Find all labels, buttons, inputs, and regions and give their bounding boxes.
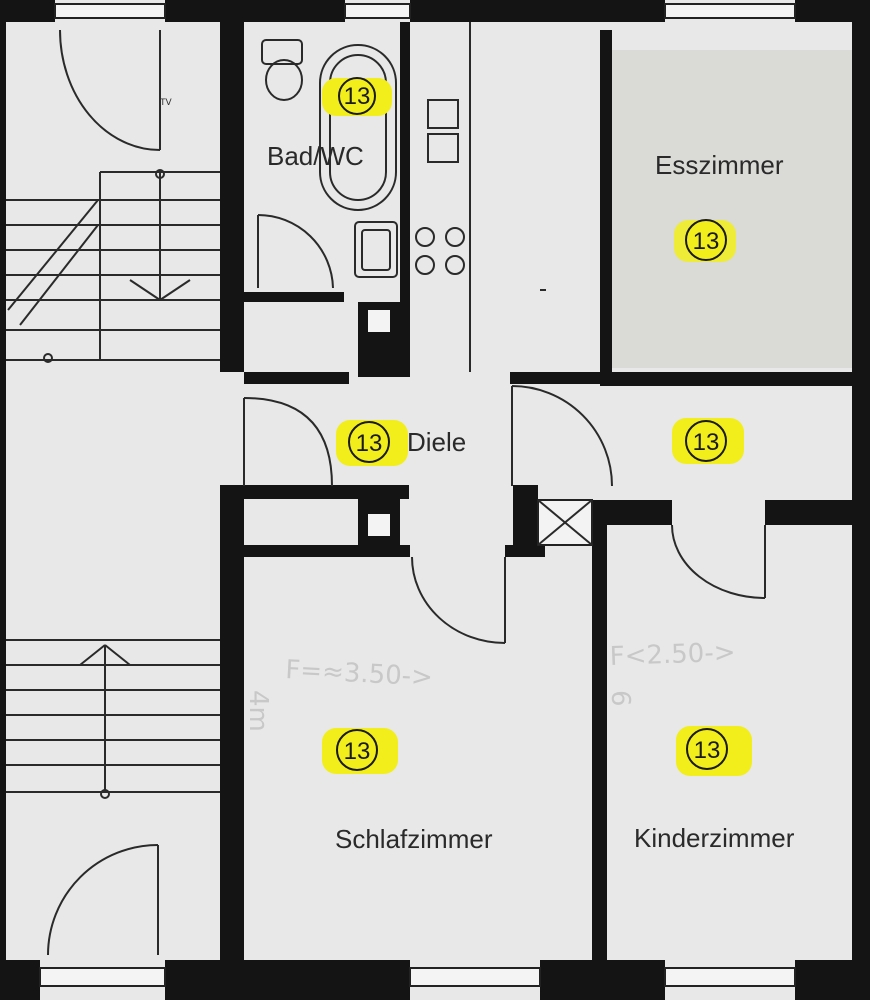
bedroom-side-note: 4m	[243, 690, 273, 732]
room-label-kids: Kinderzimmer	[634, 823, 795, 853]
svg-text:13: 13	[344, 738, 371, 765]
diele-door-left	[243, 397, 333, 487]
bathtub	[319, 44, 397, 211]
svg-text:13: 13	[356, 430, 383, 457]
chimney-cross	[537, 499, 593, 546]
staircase-lower	[6, 639, 220, 793]
door-top-left	[59, 29, 161, 151]
dining-room-area	[612, 50, 852, 368]
room-label-hall: Diele	[407, 427, 466, 457]
bath-door	[257, 214, 334, 289]
staircase-upper	[6, 171, 220, 361]
stair-post	[155, 169, 165, 179]
windows-bottom	[39, 967, 796, 987]
room-label-dining: Esszimmer	[655, 150, 784, 180]
windows-top	[54, 3, 796, 19]
interior-walls	[220, 22, 860, 960]
shaft-top	[368, 310, 390, 332]
stair-post	[43, 353, 53, 363]
number-badge-hall-right: 13	[685, 420, 727, 462]
bedroom-door	[411, 556, 506, 644]
kids-door	[671, 524, 766, 599]
kitchen-counter	[415, 22, 546, 372]
room-label-bath: Bad/WC	[267, 141, 364, 171]
number-badge-kids: 13	[686, 728, 728, 770]
shaft-bottom	[368, 514, 390, 536]
kids-side-note: 6	[605, 690, 635, 707]
svg-text:13: 13	[693, 429, 720, 456]
number-badge-bedroom: 13	[336, 729, 378, 771]
toilet	[261, 39, 303, 101]
number-badge-dining: 13	[685, 219, 727, 261]
number-badge-bath: 13	[338, 77, 376, 115]
washbasin	[354, 221, 398, 278]
kids-dimension-note: F<2.50->	[609, 638, 736, 672]
stair-post	[100, 789, 110, 799]
svg-text:13: 13	[344, 83, 371, 110]
tv-label: TV	[159, 98, 172, 108]
number-badge-hall: 13	[348, 421, 390, 463]
svg-text:13: 13	[694, 737, 721, 764]
diele-door-right	[511, 385, 613, 487]
svg-text:13: 13	[693, 228, 720, 255]
door-bottom-left	[47, 844, 159, 956]
room-label-bedroom: Schlafzimmer	[335, 824, 493, 854]
